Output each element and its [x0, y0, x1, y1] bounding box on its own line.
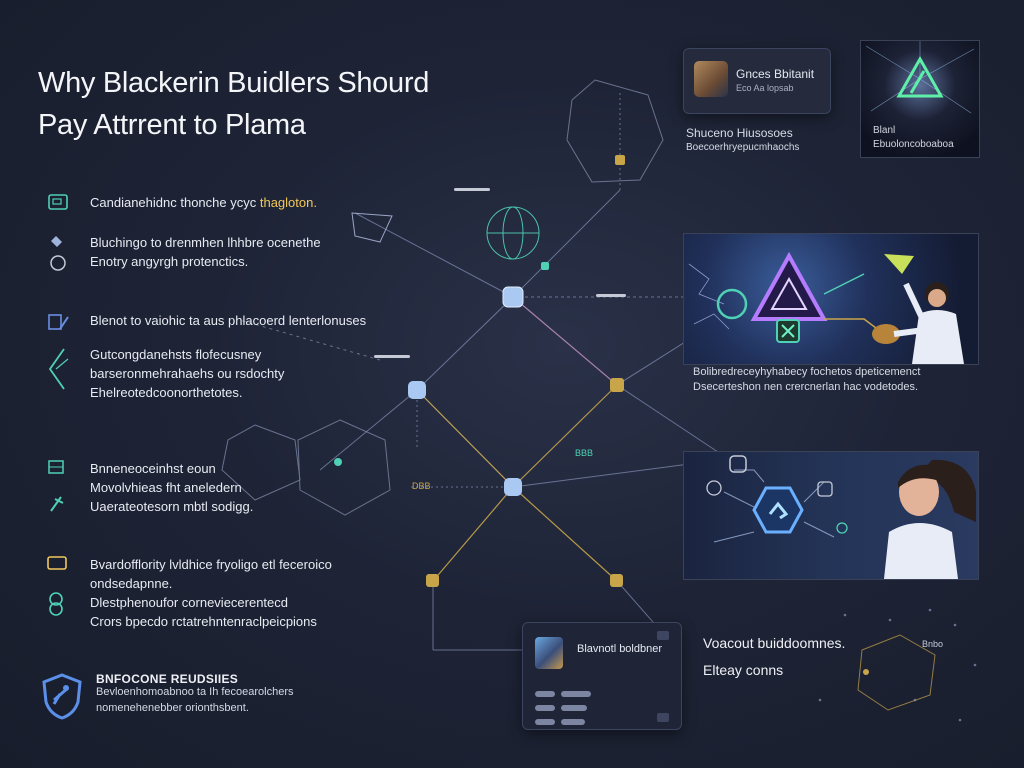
feature-item: Bvardofflority lvldhice fryoligo etl fec… [44, 555, 364, 629]
card-action-button[interactable] [657, 631, 669, 640]
graph-node [615, 155, 625, 165]
hero-illustration [688, 251, 964, 364]
profile-caption: Shuceno Hiusosoes [686, 126, 793, 140]
builder-name: Blavnotl boldbner [577, 643, 663, 655]
graph-node [504, 478, 522, 496]
window-icon [44, 193, 72, 216]
logo-caption: Blanl [873, 125, 896, 136]
feature-item: Blenot to vaiohic ta aus phlacoerd lente… [44, 311, 366, 333]
hero-image [683, 233, 979, 365]
footer-text: nomenehenebber orionthsbent. [96, 702, 249, 714]
graph-node [863, 669, 869, 675]
card-row [535, 713, 591, 725]
profile-card[interactable]: Gnces Bbitanit Eco Aa lopsab [683, 48, 831, 114]
hero-caption: Dsecerteshon nen crercnerlan hac vodetod… [693, 381, 919, 393]
logo-image: Blanl Ebuoloncoboaboa [860, 40, 980, 158]
graph-node [541, 262, 549, 270]
hero-caption: Bolibredreceyhyhabecy fochetos dpeticeme… [693, 366, 921, 378]
card-row [535, 699, 593, 711]
avatar [694, 61, 728, 97]
graph-node [610, 378, 624, 392]
graph-tag: BBB [575, 448, 594, 458]
card-row [535, 685, 597, 697]
footer-heading: BNFOCONE REUDSIIES [96, 672, 239, 686]
edit-icon [44, 311, 72, 338]
page-title: Why Blackerin Buidlers Shourd Pay Attrre… [38, 62, 558, 146]
graph-node [334, 458, 342, 466]
avatar [535, 637, 563, 669]
grid-icon [44, 459, 72, 520]
title-line: Pay Attrrent to Plama [38, 109, 306, 141]
shield-icon [42, 673, 82, 720]
wallet-icon [44, 555, 72, 624]
assistant-image [683, 451, 979, 580]
pen-icon [44, 233, 72, 278]
feature-item: Candianehidnc thonche ycyc thagloton. [44, 193, 364, 215]
graph-node [426, 574, 439, 587]
triangle-logo-icon [865, 41, 975, 114]
assistant-illustration [706, 455, 976, 579]
card-action-button[interactable] [657, 713, 669, 722]
section-tag: Bnbo [922, 639, 944, 649]
footer-text: Bevloenhomoabnoo ta Ih fecoearolchers [96, 686, 294, 698]
logo-caption: Ebuoloncoboaboa [873, 139, 954, 150]
graph-tag: DBB [412, 481, 431, 491]
profile-name: Gnces Bbitanit [736, 67, 815, 81]
section-heading: Voacout buiddoomnes. [703, 635, 846, 651]
title-line: Why Blackerin Buidlers Shourd [38, 67, 430, 99]
profile-subtitle: Eco Aa lopsab [736, 83, 794, 93]
graph-node [610, 574, 623, 587]
graph-node [502, 286, 524, 308]
section-subheading: Elteay conns [703, 662, 784, 678]
profile-caption: Boecoerhryepucmhaochs [686, 142, 800, 153]
builder-card[interactable]: Blavnotl boldbner [522, 622, 682, 730]
compass-icon [44, 345, 72, 400]
graph-node [408, 381, 426, 399]
